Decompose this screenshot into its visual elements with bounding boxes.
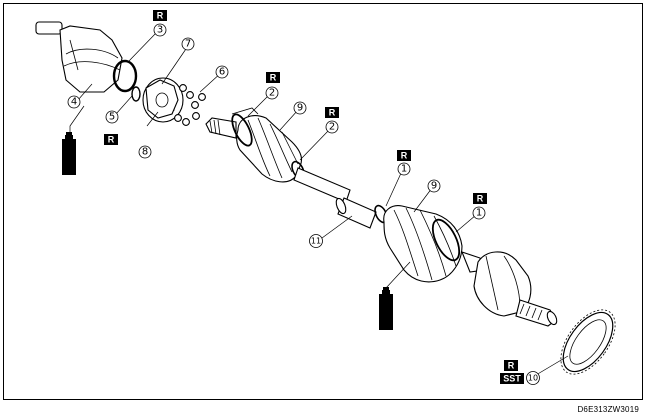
callout-2-upper: 2	[265, 86, 279, 100]
svg-text:R: R	[157, 11, 164, 21]
svg-text:11: 11	[311, 237, 321, 246]
callout-1-left: 1	[397, 162, 411, 176]
svg-text:1: 1	[476, 208, 482, 219]
svg-text:R: R	[329, 108, 336, 118]
callout-6: 6	[215, 65, 229, 79]
svg-text:10: 10	[528, 374, 538, 383]
replace-tag-top: R	[153, 10, 167, 21]
svg-text:8: 8	[142, 147, 148, 158]
grease-tube-icon: GREASE	[62, 132, 83, 175]
special-tool-tag: SST	[500, 373, 524, 384]
abs-sensor-ring	[560, 309, 616, 375]
inner-race	[145, 79, 179, 119]
svg-text:R: R	[401, 151, 408, 161]
svg-text:2: 2	[329, 122, 335, 133]
inner-boot	[205, 115, 303, 183]
svg-text:SST: SST	[503, 374, 521, 384]
svg-text:9: 9	[431, 181, 437, 192]
svg-text:7: 7	[185, 39, 191, 50]
boot-band-inner-large	[231, 107, 259, 147]
wire-clip	[112, 59, 138, 93]
callout-8: 8	[138, 145, 152, 159]
outer-boot-band-large	[431, 218, 461, 262]
diagram-frame	[3, 3, 643, 400]
svg-text:R: R	[108, 135, 115, 145]
callout-2-lower: 2	[325, 120, 339, 134]
callout-4: 4	[67, 95, 81, 109]
callout-7: 7	[181, 37, 195, 51]
replace-tag-abs-ring: R	[504, 360, 518, 371]
replace-tag-boot-inner: R	[266, 72, 280, 83]
svg-text:R: R	[508, 361, 515, 371]
replace-tag-left: R	[104, 134, 118, 145]
svg-text:GREASE: GREASE	[77, 145, 83, 167]
svg-text:4: 4	[71, 97, 77, 108]
callout-5: 5	[105, 110, 119, 124]
replace-tag-band-outer-small: R	[397, 150, 411, 161]
callout-1-right: 1	[472, 206, 486, 220]
snap-ring-small	[131, 86, 141, 102]
leader-lines	[69, 31, 569, 376]
svg-text:5: 5	[109, 112, 115, 123]
svg-text:6: 6	[219, 67, 225, 78]
replace-tag-band-outer-large: R	[473, 193, 487, 204]
shaft	[293, 167, 377, 229]
svg-text:GREASE: GREASE	[394, 300, 400, 322]
document-code: D6E313ZW3019	[577, 405, 639, 414]
callout-3: 3	[153, 23, 167, 37]
outer-boot	[383, 205, 463, 283]
callout-10: 10	[526, 371, 540, 385]
svg-text:9: 9	[297, 103, 303, 114]
svg-text:2: 2	[269, 88, 275, 99]
svg-text:R: R	[270, 73, 277, 83]
svg-text:R: R	[477, 194, 484, 204]
callout-11: 11	[309, 234, 323, 248]
outer-joint-housing	[461, 251, 558, 327]
svg-text:3: 3	[157, 25, 163, 36]
ball-bearings	[174, 84, 206, 126]
callout-9-lower: 9	[427, 179, 441, 193]
replace-tag-band-inner: R	[325, 107, 339, 118]
callout-9-upper: 9	[293, 101, 307, 115]
svg-text:1: 1	[401, 164, 407, 175]
outer-ring-housing	[35, 21, 123, 93]
grease-tube-icon: GREASE	[379, 287, 400, 330]
